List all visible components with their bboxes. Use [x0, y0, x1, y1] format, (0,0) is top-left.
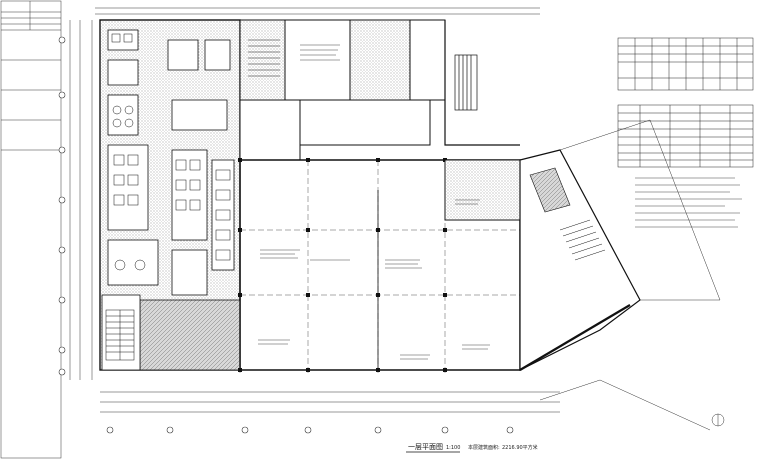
- dimension-lines: [69, 20, 560, 413]
- room-labels: [258, 44, 490, 360]
- stair-lower-left: [105, 309, 135, 361]
- legend-table: [617, 37, 754, 91]
- angled-wing: [444, 119, 721, 431]
- left-title-block: [0, 0, 62, 459]
- entrance-ramp: [444, 20, 520, 146]
- kitchen-equipment: [111, 33, 231, 271]
- general-notes: [635, 177, 742, 228]
- area-label-text: 本层建筑面积:: [468, 444, 500, 451]
- kitchen-walls: [107, 29, 235, 296]
- grid-axis-bubbles: [58, 36, 514, 434]
- top-dimension-chain: [95, 7, 540, 15]
- drawing-title-text: 一层平面图: [408, 443, 443, 451]
- schedule-table: [617, 104, 754, 168]
- area-value-text: 2216.90平方米: [502, 444, 538, 451]
- stair-upper: [248, 39, 280, 77]
- upper-service-block: [239, 19, 446, 161]
- drawing-title: 一层平面图 1:100 本层建筑面积: 2216.90平方米: [406, 443, 538, 453]
- drawing-scale-text: 1:100: [446, 445, 460, 451]
- north-arrow-icon: [711, 413, 725, 427]
- wing-stair: [559, 219, 606, 261]
